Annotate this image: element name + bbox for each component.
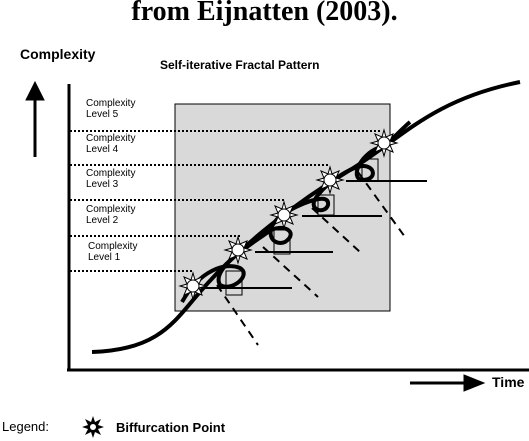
level-label-4: Complexity Level 4 (86, 133, 136, 155)
bifurcation-point (269, 200, 299, 230)
bifurcation-point (369, 128, 399, 158)
level-guide-lines (70, 130, 380, 272)
level-label-1: Complexity Level 1 (88, 241, 138, 263)
bifurcation-point (223, 235, 253, 265)
level-label-5: Complexity Level 5 (86, 98, 136, 120)
level-label-3: Complexity Level 3 (86, 168, 136, 190)
trend-dashes (216, 171, 406, 346)
pattern-label: Self-iterative Fractal Pattern (160, 58, 320, 72)
legend-label: Legend: (2, 419, 49, 434)
x-axis-label: Time (492, 374, 525, 390)
axes (67, 84, 529, 372)
spiral-wave (180, 120, 412, 303)
starburst-icon (82, 416, 104, 438)
bifurcation-point (178, 271, 208, 301)
bifurcation-points (178, 128, 399, 301)
complexity-arrow (25, 80, 45, 157)
level-label-2: Complexity Level 2 (86, 204, 136, 226)
time-arrow (410, 374, 486, 392)
bifurcation-point (315, 165, 345, 195)
page-heading: from Eijnatten (2003). (131, 0, 398, 27)
legend-description: Biffurcation Point (116, 420, 226, 435)
y-axis-label: Complexity (20, 46, 96, 62)
